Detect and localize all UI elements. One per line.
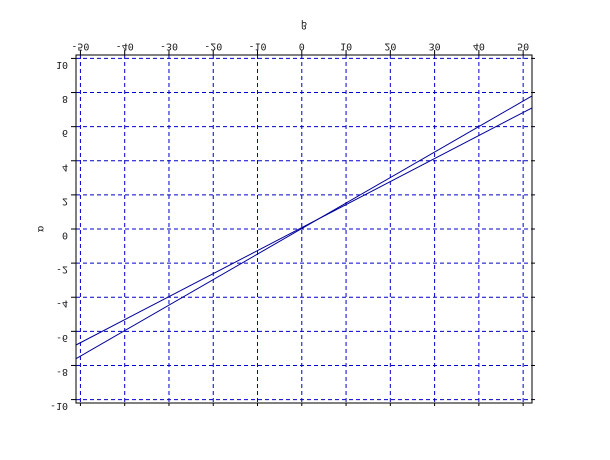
plot-frame bbox=[75, 54, 533, 404]
x-axis-label: β bbox=[301, 19, 307, 30]
x-tick-label: 50 bbox=[517, 41, 529, 52]
x-tick-label: 20 bbox=[384, 41, 396, 52]
series-line bbox=[75, 107, 533, 346]
y-tick-label: 0 bbox=[62, 230, 68, 241]
x-tick-label: 40 bbox=[473, 41, 485, 52]
x-tick-label: -20 bbox=[204, 41, 222, 52]
x-tick-label: -10 bbox=[248, 41, 266, 52]
y-tick-label: -2 bbox=[56, 264, 68, 275]
y-tick-label: -8 bbox=[56, 366, 68, 377]
y-tick-label: 10 bbox=[56, 59, 68, 70]
x-tick-label: -30 bbox=[160, 41, 178, 52]
y-tick-label: 6 bbox=[62, 127, 68, 138]
x-tick-label: 30 bbox=[429, 41, 441, 52]
x-tick-label: -50 bbox=[71, 41, 89, 52]
series-group bbox=[75, 95, 533, 360]
y-tick-label: 2 bbox=[62, 195, 68, 206]
y-tick-label: 4 bbox=[62, 161, 68, 172]
x-tick-label: -40 bbox=[116, 41, 134, 52]
y-tick-label: -10 bbox=[50, 400, 68, 411]
y-tick-label: 8 bbox=[62, 93, 68, 104]
x-tick-label: 0 bbox=[299, 41, 305, 52]
grid bbox=[76, 55, 532, 403]
y-tick-label: -4 bbox=[56, 298, 68, 309]
y-tick-label: -6 bbox=[56, 332, 68, 343]
x-tick-label: 10 bbox=[340, 41, 352, 52]
series-line bbox=[75, 95, 533, 360]
y-axis-label: α bbox=[35, 226, 46, 233]
